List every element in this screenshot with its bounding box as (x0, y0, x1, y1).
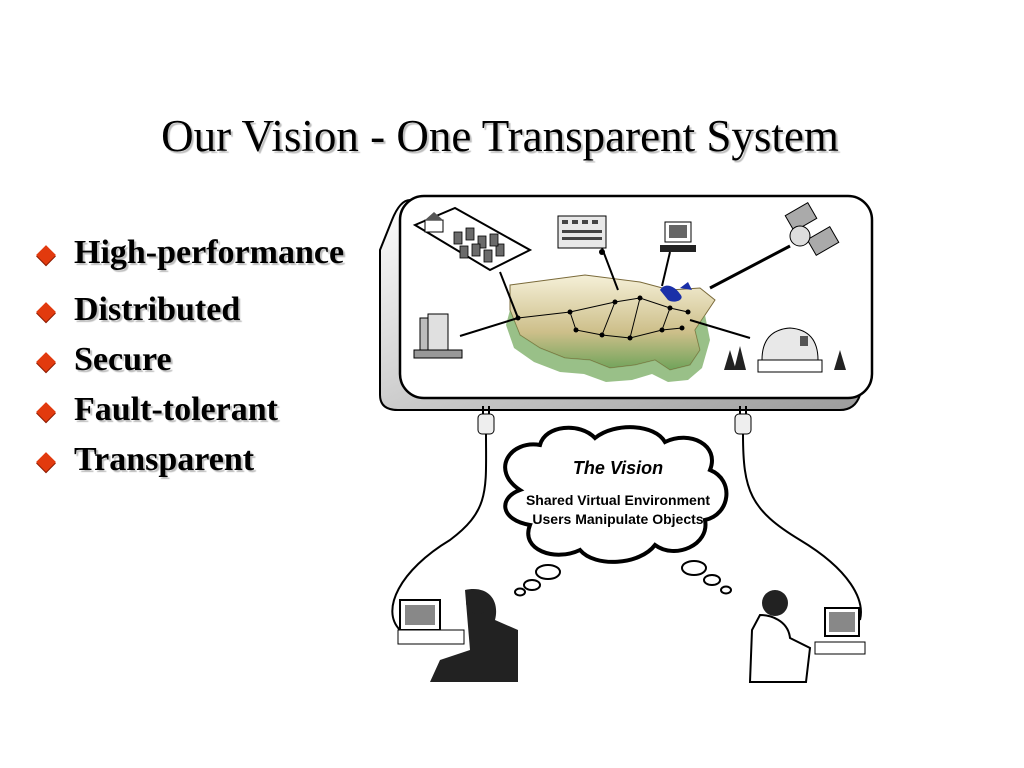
mainframe-icon (413, 313, 519, 359)
user-at-computer-icon (748, 590, 866, 683)
bullet-text: Fault-tolerant (74, 391, 278, 428)
farm-icon (412, 206, 533, 319)
cloud-line: Shared Virtual Environment (525, 492, 711, 508)
bullet-text: Transparent (74, 441, 255, 478)
observatory-icon (689, 319, 846, 373)
bullet-text: Secure (74, 341, 172, 378)
thought-cloud (503, 425, 732, 597)
diamond-bullet-icon (36, 452, 56, 472)
bullet-list: High-performance Distributed Secure Faul… (36, 232, 356, 489)
bullet-item: Transparent (36, 439, 356, 481)
vision-illustration (379, 194, 874, 683)
left-plug-icon (391, 406, 495, 631)
diamond-bullet-icon (36, 302, 56, 322)
bullet-item: Distributed (36, 289, 356, 331)
cloud-title: The Vision (572, 458, 664, 478)
right-plug-icon (734, 406, 862, 621)
bullet-text: High-performance (74, 234, 345, 271)
cloud-text: The Vision Shared Virtual Environment Us… (500, 458, 736, 529)
cloud-line: Users Manipulate Objects (532, 511, 704, 527)
us-map-icon (506, 274, 716, 382)
bullet-item: Secure (36, 339, 356, 381)
bullet-item: Fault-tolerant (36, 389, 356, 431)
server-rack-icon (453, 227, 505, 263)
diamond-bullet-icon (36, 402, 56, 422)
bullet-item: High-performance (36, 232, 356, 274)
slide-title: Our Vision - One Transparent System (161, 111, 839, 161)
workstation-icon (660, 221, 696, 287)
satellite-icon (709, 202, 840, 290)
bullet-text: Distributed (74, 291, 241, 328)
diamond-bullet-icon (36, 352, 56, 372)
user-at-computer-icon (397, 589, 518, 682)
instrument-panel-icon (557, 215, 619, 291)
diamond-bullet-icon (36, 245, 56, 265)
